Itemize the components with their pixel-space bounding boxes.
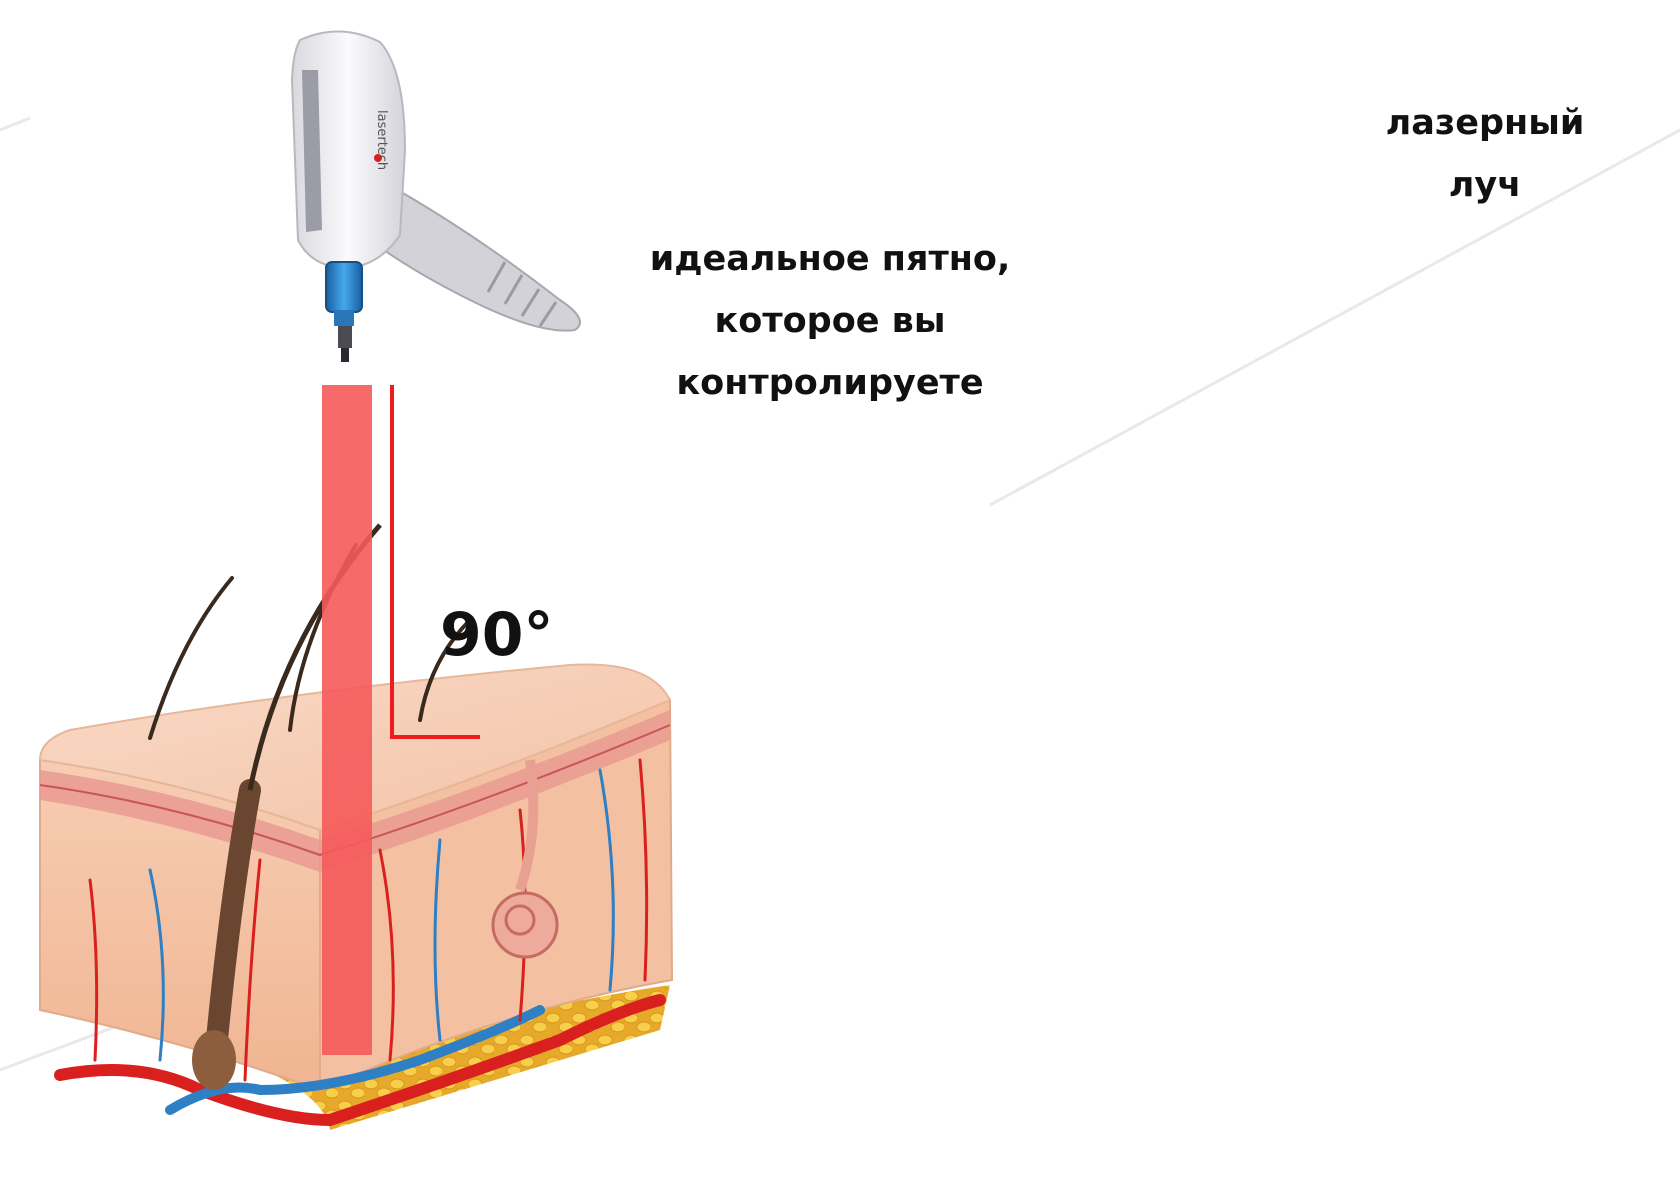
right-angle-marker xyxy=(390,385,480,739)
beam-callout-line: лазерный xyxy=(1385,103,1585,143)
spot-callout-line: которое вы xyxy=(714,301,946,341)
spot-callout-line: контролируете xyxy=(676,363,984,403)
beam-callout-line: луч xyxy=(1448,165,1522,205)
sweat-gland-left xyxy=(491,759,559,959)
beam-callout-label: лазерный луч xyxy=(1360,92,1610,216)
laser-beam-left xyxy=(322,385,372,1055)
laser-handpiece-icon: lasertech xyxy=(290,30,581,362)
spot-callout-label: идеальное пятно, которое вы контролирует… xyxy=(610,228,1050,414)
angle-label: 90° xyxy=(440,600,554,670)
spot-callout-line: идеальное пятно, xyxy=(649,239,1011,279)
